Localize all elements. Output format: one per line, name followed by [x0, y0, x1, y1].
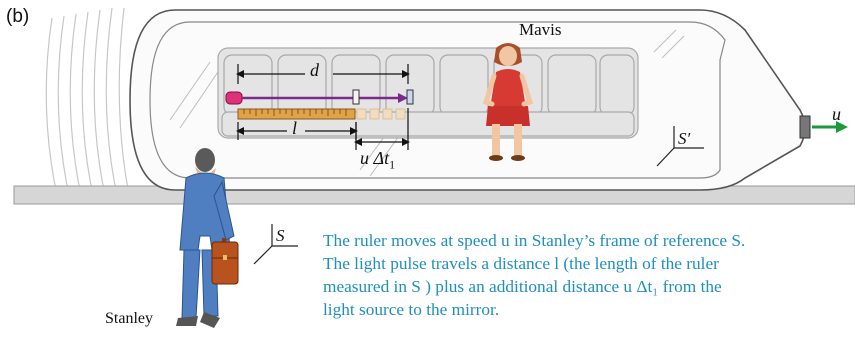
- light-source: [226, 92, 242, 104]
- seat-row: [218, 48, 638, 138]
- ruler-end-marker: [353, 90, 359, 104]
- stanley-label: Stanley: [105, 310, 153, 328]
- u-dt-text: u Δt: [360, 148, 389, 168]
- u-dt-label: u Δt1: [360, 148, 395, 173]
- distance-d-label: d: [310, 60, 319, 81]
- mirror: [407, 90, 413, 104]
- caption-line-2: The light pulse travels a distance l (th…: [323, 252, 853, 275]
- train-coupler: [800, 116, 810, 138]
- caption-line-3: measured in S ) plus an additional dista…: [323, 275, 853, 298]
- velocity-u-label: u: [832, 104, 841, 125]
- motion-lines: [46, 8, 130, 200]
- mavis-label: Mavis: [519, 20, 562, 40]
- length-l-label: l: [292, 118, 297, 139]
- frame-ground-label: S: [276, 226, 285, 246]
- frame-train-label: S′: [678, 129, 690, 149]
- velocity-arrow: [812, 121, 848, 133]
- panel-label: (b): [6, 6, 29, 28]
- caption: The ruler moves at speed u in Stanley’s …: [323, 229, 853, 321]
- u-dt-subscript: 1: [389, 158, 395, 172]
- caption-line-4: light source to the mirror.: [323, 298, 853, 321]
- caption-line-1: The ruler moves at speed u in Stanley’s …: [323, 229, 853, 252]
